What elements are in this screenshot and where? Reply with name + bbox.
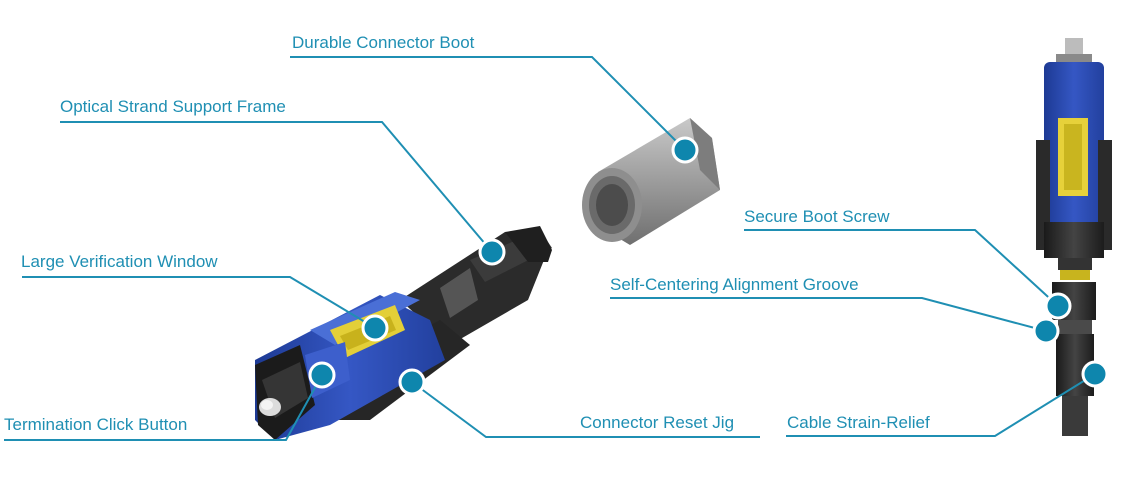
callout-dot-window — [361, 314, 389, 342]
label-termination-click-button: Termination Click Button — [4, 415, 188, 434]
leader-line-screw — [744, 229, 1059, 307]
callout-dot-button — [308, 361, 336, 389]
callout-dot-screw — [1044, 292, 1072, 320]
angled-connector-illustration — [255, 226, 552, 440]
leader-line-boot — [290, 56, 686, 151]
connector-boot-illustration — [582, 118, 720, 245]
callout-dot-frame — [478, 238, 506, 266]
leader-line-groove — [610, 297, 1047, 332]
leader-line-jig — [411, 381, 760, 438]
leader-line-frame — [60, 121, 493, 253]
callout-dot-jig — [398, 368, 426, 396]
leader-line-relief — [786, 373, 1096, 437]
label-secure-boot-screw: Secure Boot Screw — [744, 207, 890, 226]
callout-dot-groove — [1032, 317, 1060, 345]
label-durable-connector-boot: Durable Connector Boot — [292, 33, 475, 52]
callout-dots — [308, 136, 1109, 396]
leader-line-window — [22, 276, 376, 329]
leader-lines — [4, 56, 1096, 441]
label-large-verification-window: Large Verification Window — [21, 252, 218, 271]
label-connector-reset-jig: Connector Reset Jig — [580, 413, 735, 432]
label-self-centering-alignment-groove: Self-Centering Alignment Groove — [610, 275, 859, 294]
label-cable-strain-relief: Cable Strain-Relief — [787, 413, 930, 432]
callout-dot-boot — [671, 136, 699, 164]
vertical-connector-illustration — [1036, 38, 1112, 436]
callout-dot-relief — [1081, 360, 1109, 388]
label-optical-strand-support-frame: Optical Strand Support Frame — [60, 97, 286, 116]
leader-line-button — [4, 374, 323, 441]
